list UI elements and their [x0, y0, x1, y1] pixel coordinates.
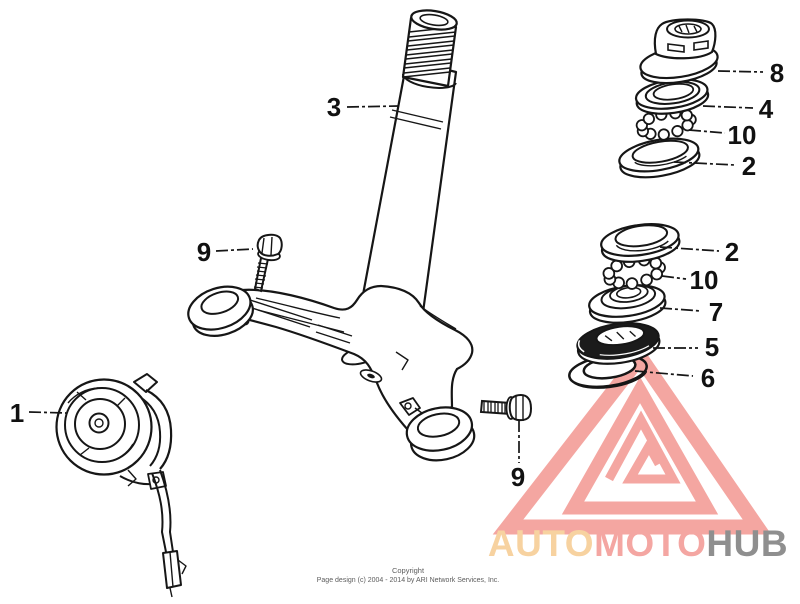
callout-label: 9 [197, 237, 211, 267]
pinch-bolt-side [479, 394, 532, 422]
brand-segment-hub: HUB [706, 523, 788, 564]
callout-2-upper-race[interactable]: 2 [673, 151, 756, 181]
brand-segment-moto: MOTO [594, 523, 706, 564]
watermark-brand-text: AUTOMOTOHUB [488, 523, 788, 564]
lower-race-part [600, 223, 681, 263]
callout-2-lower-race[interactable]: 2 [659, 237, 739, 267]
right-clamp-ring [405, 406, 476, 462]
callout-label: 1 [10, 398, 24, 428]
stem-threads [402, 26, 457, 78]
logo-outer-triangle [492, 344, 772, 535]
dust-seal-part [576, 322, 661, 365]
footer-copyright-line1: Copyright [392, 566, 425, 575]
callout-label: 8 [770, 58, 784, 88]
callout-9-top-bolt[interactable]: 9 [197, 237, 254, 267]
callout-label: 7 [709, 297, 723, 327]
footer-copyright-line2: Page design (c) 2004 - 2014 by ARI Netwo… [317, 577, 500, 584]
callout-label: 2 [742, 151, 756, 181]
lower-cone-race-part [588, 284, 667, 324]
lower-bridge-part [187, 284, 476, 462]
callout-9-side-bolt[interactable]: 9 [511, 420, 525, 492]
callout-label: 2 [725, 237, 739, 267]
callout-3-stem[interactable]: 3 [327, 92, 400, 122]
callout-label: 5 [705, 332, 719, 362]
left-clamp-ring [187, 285, 254, 337]
lower-ball-retainer-part [602, 253, 666, 290]
callout-5-dust-seal[interactable]: 5 [653, 332, 719, 362]
callout-1-horn[interactable]: 1 [10, 398, 67, 428]
callout-7-lower-cone-race[interactable]: 7 [659, 297, 723, 327]
upper-race-part [618, 137, 701, 179]
horn-part [55, 373, 187, 598]
callout-label: 10 [690, 265, 719, 295]
pinch-bolt-top [253, 233, 283, 293]
callout-label: 10 [728, 120, 757, 150]
logo-middle-triangle [561, 376, 719, 515]
callout-10-upper-balls[interactable]: 10 [688, 120, 757, 150]
logo-inner-spiral [605, 410, 681, 484]
watermark-logo [492, 344, 772, 535]
callout-label: 9 [511, 462, 525, 492]
callout-label: 6 [701, 363, 715, 393]
callout-10-lower-balls[interactable]: 10 [661, 265, 719, 295]
callout-label: 4 [759, 94, 774, 124]
callout-8-stem-nut[interactable]: 8 [717, 58, 784, 88]
callout-label: 3 [327, 92, 341, 122]
stem-nut-part [639, 18, 719, 85]
brand-segment-auto: AUTO [488, 523, 594, 564]
callout-6-seal-washer[interactable]: 6 [634, 363, 715, 393]
callout-4-upper-cone-race[interactable]: 4 [702, 94, 774, 124]
